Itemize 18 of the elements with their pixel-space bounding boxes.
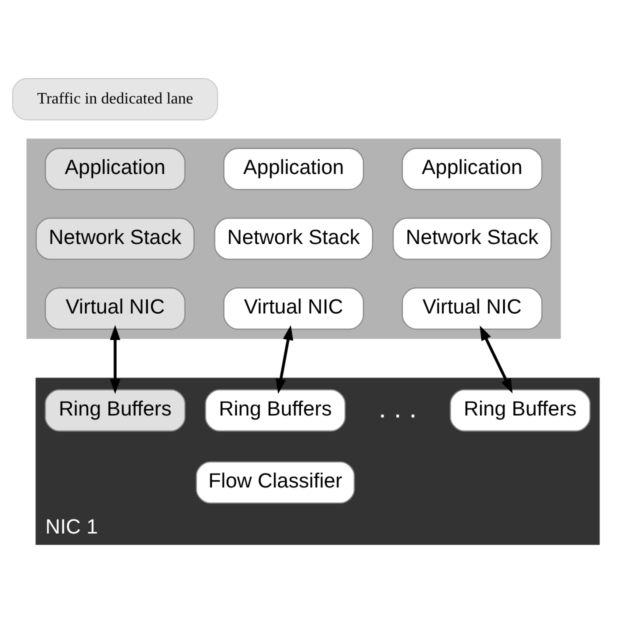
node-box: Virtual NIC: [44, 286, 186, 330]
node-box: Virtual NIC: [402, 286, 542, 330]
node-box: Ring Buffers: [204, 388, 346, 432]
arrow: [110, 324, 120, 394]
node-box: Flow Classifier: [196, 460, 355, 504]
node-box: Application: [44, 147, 186, 190]
node-box: Ring Buffers: [450, 388, 591, 432]
arrow: [480, 324, 513, 394]
node-box: Virtual NIC: [223, 286, 364, 330]
node-box: Network Stack: [214, 217, 374, 260]
arrow: [276, 324, 294, 394]
node-box: Network Stack: [36, 217, 195, 260]
node-box: Network Stack: [392, 217, 552, 260]
node-box: Application: [402, 147, 542, 190]
node-box: Application: [223, 147, 364, 190]
node-box: Ring Buffers: [44, 388, 186, 432]
label: . . .: [378, 392, 417, 423]
node-box: Traffic in dedicated lane: [12, 78, 218, 120]
